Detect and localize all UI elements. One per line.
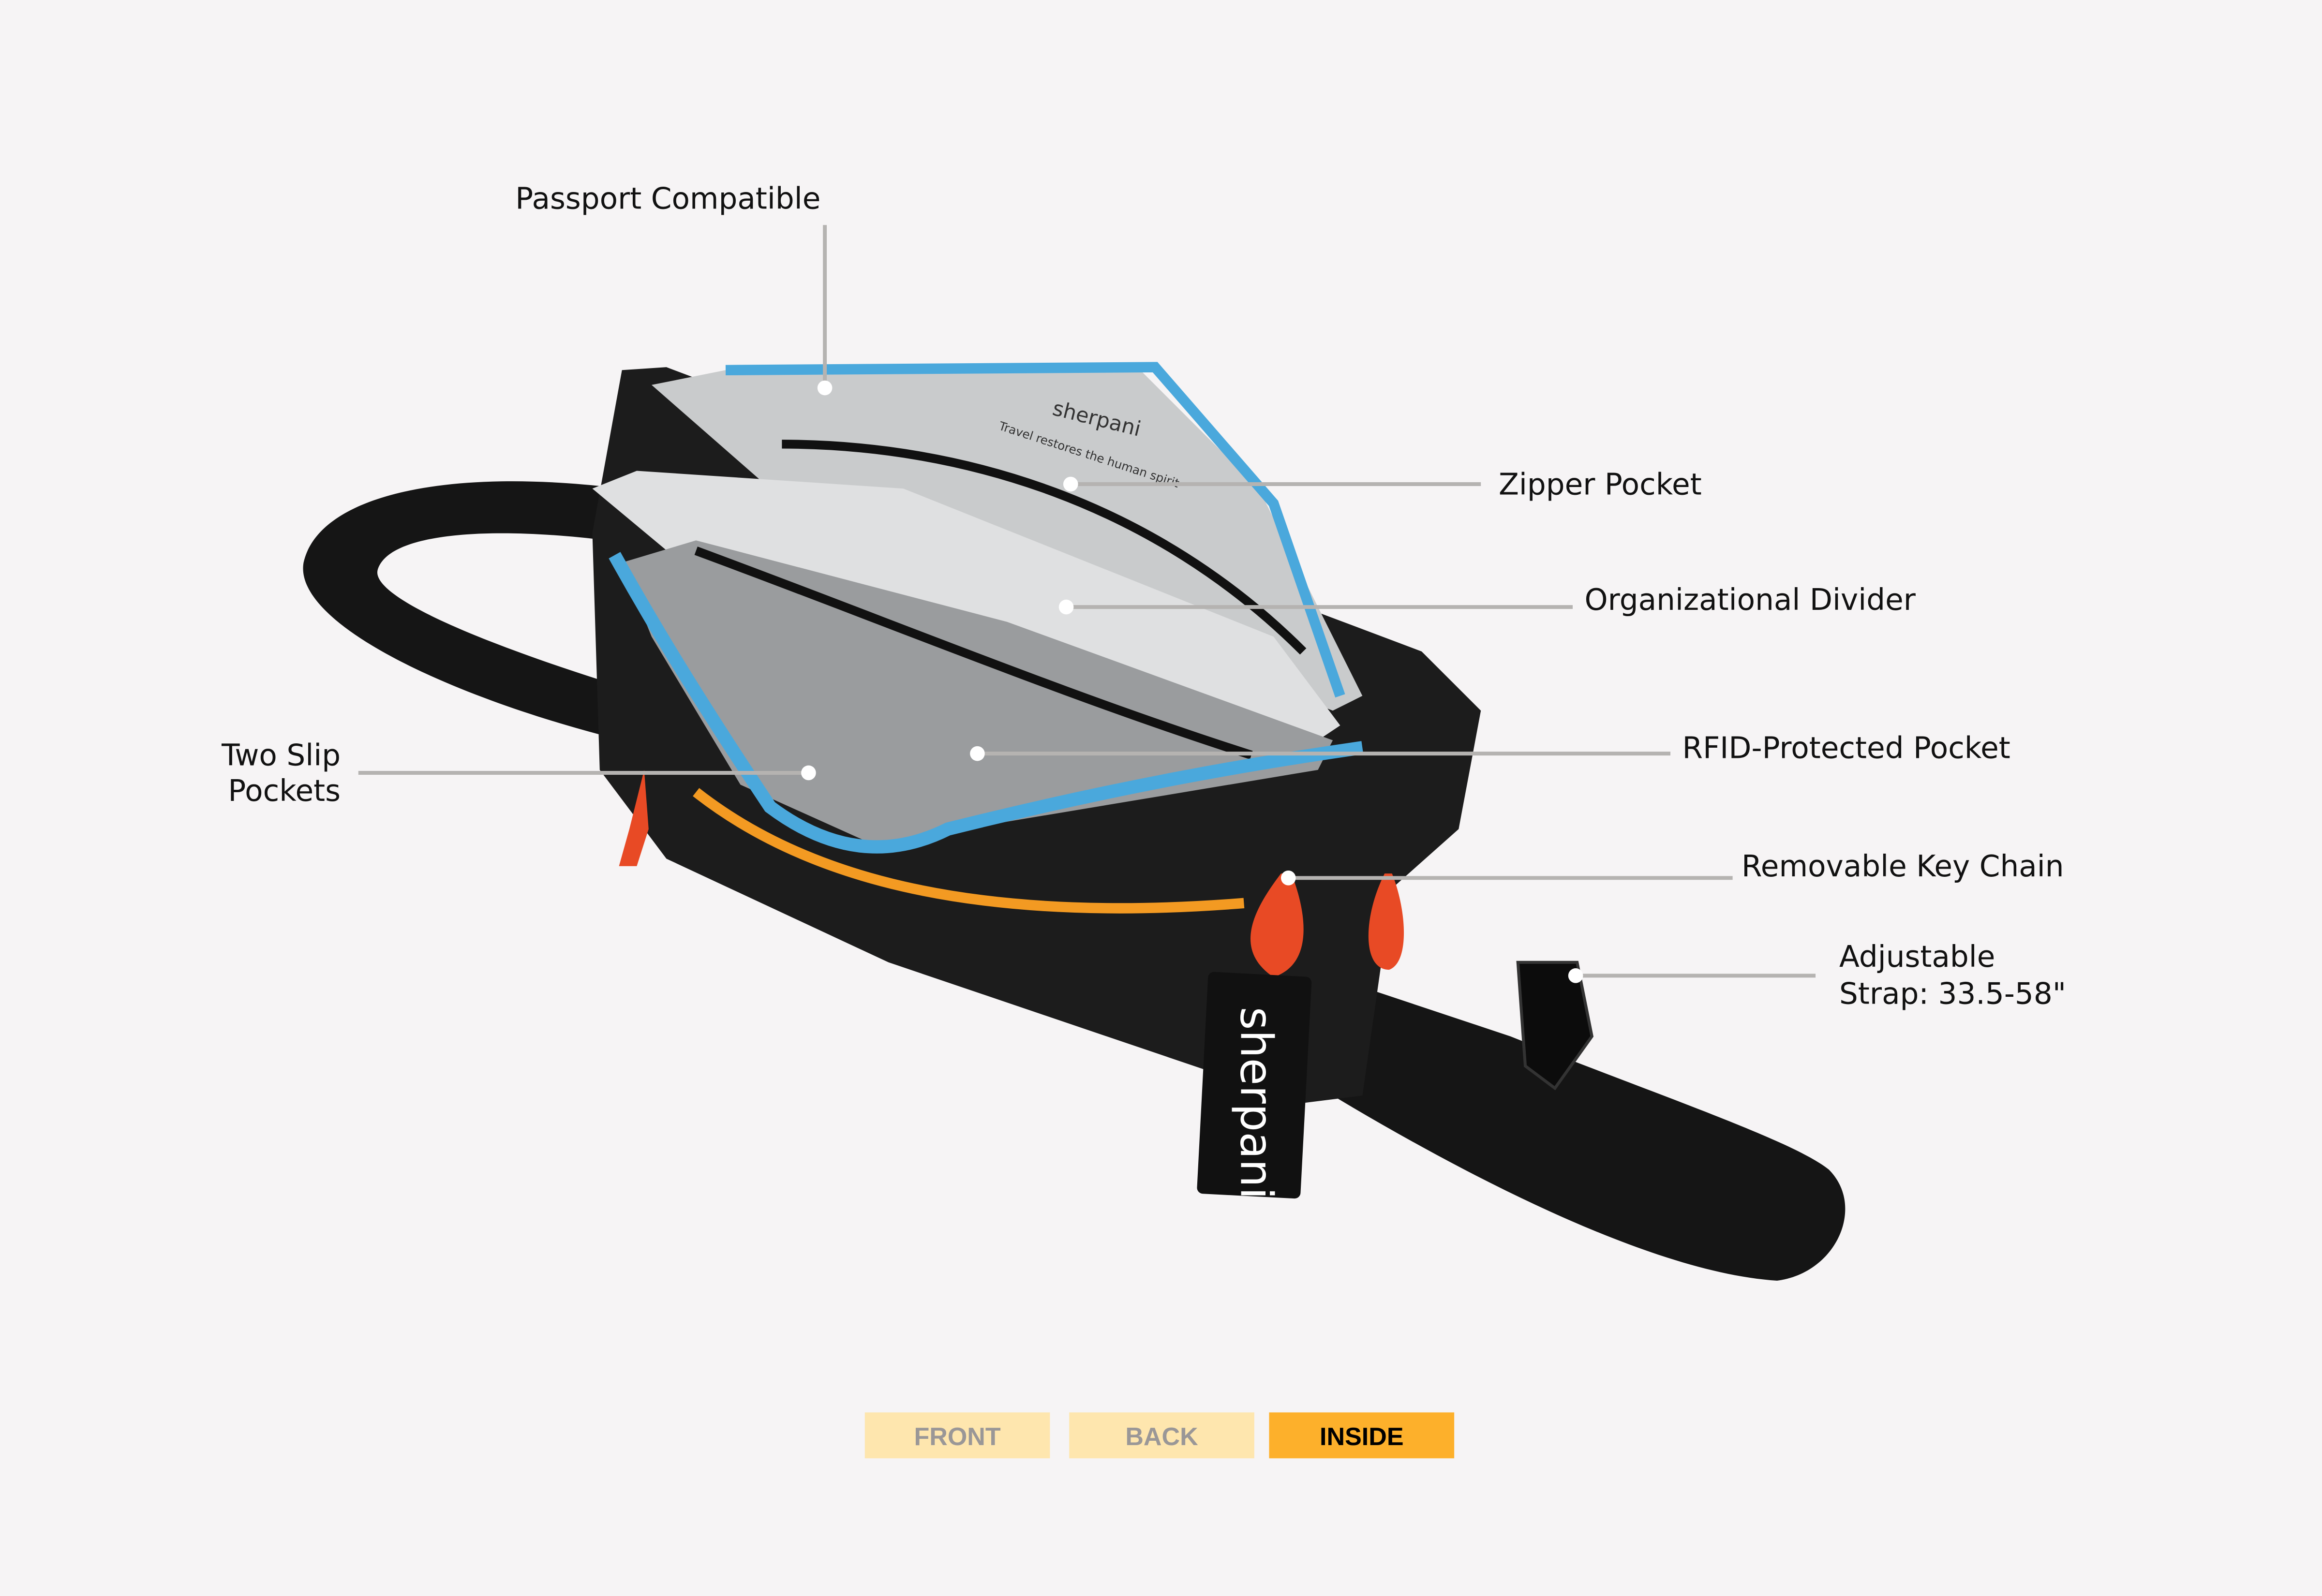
callout-slip-pockets: Two Slip Pockets [221,739,816,808]
callout-dot [1058,599,1074,615]
callout-label-line1: Two Slip [221,739,341,773]
slip-pocket-pull [619,769,649,866]
callout-rfid: RFID-Protected Pocket [970,731,2010,765]
callout-label: Zipper Pocket [1499,467,1702,502]
callout-dot [1568,968,1583,983]
strap-buckle [1516,961,1594,1091]
callout-label: Removable Key Chain [1742,849,2064,884]
key-fob-brand: sherpani [1230,1007,1282,1200]
callout-dot [801,765,816,781]
callout-zipper-pocket: Zipper Pocket [1063,467,1702,502]
callout-label: RFID-Protected Pocket [1682,731,2010,765]
blue-zipper-front [609,552,1364,854]
tab-label: INSIDE [1320,1423,1403,1451]
view-tabs: FRONT BACK INSIDE [864,1412,1455,1459]
callout-label: Organizational Divider [1585,583,1916,617]
tab-inside[interactable]: INSIDE [1269,1412,1455,1459]
zipper-pocket-zip [782,440,1307,655]
callout-label-line2: Pockets [228,774,341,808]
blue-zipper-top [725,362,1345,698]
tab-back[interactable]: BACK [1069,1412,1254,1459]
callout-passport: Passport Compatible [515,182,833,396]
rfid-pocket-zip [694,547,1253,759]
key-fob [1197,972,1312,1199]
orange-zipper [693,788,1245,914]
callout-dot [1063,476,1078,492]
callout-divider: Organizational Divider [1058,583,1916,617]
bag-illustration: sherpani sherpani Travel restores the hu… [303,362,1846,1281]
callout-dot [1280,871,1296,886]
strap-left [303,481,652,740]
callout-strap: Adjustable Strap: 33.5-58" [1568,940,2066,1011]
side-pull [1368,873,1404,970]
key-chain-clip [1250,873,1304,977]
callout-label-line1: Adjustable [1839,940,1995,974]
tab-label: BACK [1125,1423,1198,1451]
tab-label: FRONT [914,1423,1000,1451]
callout-dot [817,380,833,396]
callout-label: Passport Compatible [515,182,820,216]
strap-right [1333,977,1846,1281]
tab-front[interactable]: FRONT [864,1412,1050,1459]
callout-label-line2: Strap: 33.5-58" [1839,977,2066,1011]
callout-dot [970,746,985,761]
callout-key-chain: Removable Key Chain [1280,849,2064,886]
